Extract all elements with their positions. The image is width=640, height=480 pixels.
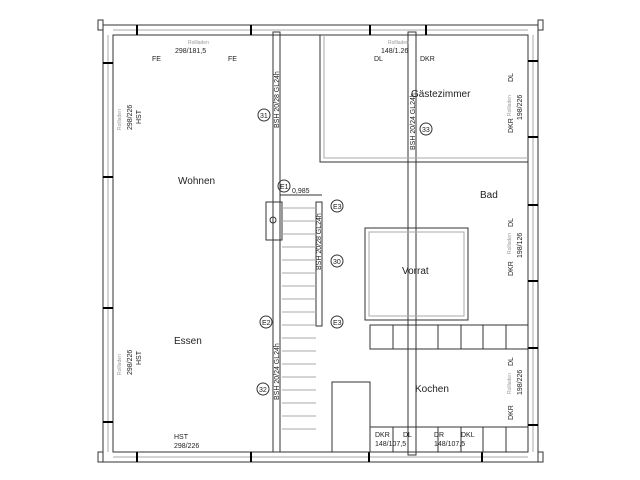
marker-label: E3 [333, 320, 342, 327]
marker-label: 33 [422, 127, 430, 134]
room-gaestezimmer: Gästezimmer [411, 89, 471, 100]
window-type: DL [403, 432, 412, 439]
window-label: Rollladen [507, 233, 513, 254]
window-ticks [103, 25, 538, 462]
window-type: DL [508, 218, 515, 227]
window-type: HST [136, 109, 143, 124]
window-label: Rollladen [188, 40, 209, 46]
window-type: DL [508, 73, 515, 82]
window-label: Rollladen [117, 109, 123, 130]
window-type: FE [152, 56, 161, 63]
room-labels: Wohnen Essen Gästezimmer Bad Vorrat Koch… [174, 89, 498, 395]
window-type: DKR [375, 432, 390, 439]
markers: 31 32 33 30 E1 E2 E3 E3 0,985 [256, 108, 433, 396]
window-size: 298/181,5 [175, 48, 206, 55]
window-size: 148/107,5 [434, 441, 465, 448]
window-size: 298/226 [127, 350, 134, 375]
marker-label: 30 [333, 259, 341, 266]
staircase [265, 194, 322, 430]
window-size: 148/107,5 [375, 441, 406, 448]
window-type: DKR [508, 118, 515, 133]
room-kochen: Kochen [415, 384, 449, 395]
marker-label: E3 [333, 204, 342, 211]
window-type: FE [228, 56, 237, 63]
window-label: Rollladen [117, 354, 123, 375]
room-vorrat: Vorrat [402, 266, 429, 277]
window-type: DKL [461, 432, 475, 439]
window-size: 148/1.26 [381, 48, 408, 55]
window-size: 198/126 [517, 233, 524, 258]
room-outlines [319, 35, 529, 453]
beam-label: BSH 20/28 GL24h [316, 213, 323, 270]
beam-labels: BSH 20/28 GL24h BSH 20/24 GL24h BSH 20/2… [274, 71, 417, 400]
marker-label: E1 [280, 184, 289, 191]
window-label: Rollladen [388, 40, 409, 46]
room-essen: Essen [174, 336, 202, 347]
window-label: Rollladen [507, 373, 513, 394]
marker-label: 32 [259, 387, 267, 394]
window-size: 298/226 [127, 105, 134, 130]
window-type: DKR [420, 56, 435, 63]
window-labels: Rollladen 298/181,5 FE FE Rollladen 148/… [117, 40, 524, 450]
room-bad: Bad [480, 190, 498, 201]
window-type: DKR [508, 261, 515, 276]
window-label: Rollladen [507, 95, 513, 116]
window-type: HST [136, 350, 143, 365]
window-type: DR [434, 432, 444, 439]
window-type: HST [174, 434, 189, 441]
marker-label: 31 [260, 113, 268, 120]
room-wohnen: Wohnen [178, 176, 215, 187]
beams [272, 31, 417, 456]
kitchen-cabinets [392, 325, 507, 452]
dimension-label: 0,985 [292, 188, 310, 195]
window-size: 198/226 [517, 370, 524, 395]
window-size: 298/226 [174, 443, 199, 450]
window-type: DKR [508, 405, 515, 420]
marker-label: E2 [262, 320, 271, 327]
beam-label: BSH 20/24 GL24h [274, 343, 281, 400]
beam-label: BSH 20/28 GL24h [274, 71, 281, 128]
window-size: 198/226 [517, 95, 524, 120]
beam-label: BSH 20/24 GL24h [410, 93, 417, 150]
window-type: DL [508, 357, 515, 366]
window-type: DL [374, 56, 383, 63]
